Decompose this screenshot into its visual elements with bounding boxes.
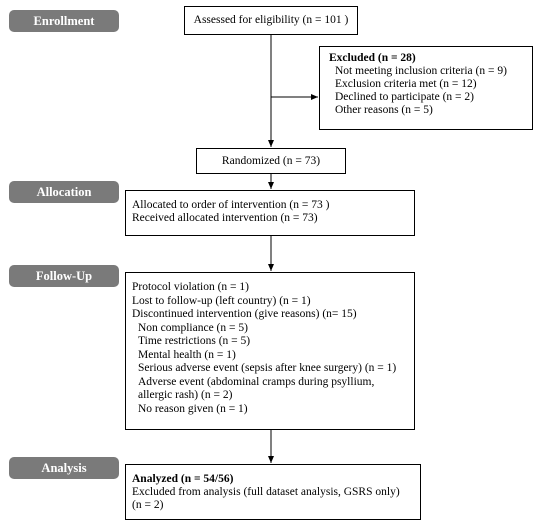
followup-reason-ae-cont: allergic rash) (n = 2) (138, 389, 233, 401)
analysis-title: Analyzed (n = 54/56) (132, 473, 234, 485)
excluded-title: Excluded (n = 28) (329, 52, 416, 64)
followup-reason-serious-ae: Serious adverse event (sepsis after knee… (138, 362, 397, 374)
allocation-box: Allocated to order of intervention (n = … (125, 190, 415, 236)
assessed-box: Assessed for eligibility (n = 101 ) (184, 6, 358, 35)
stage-label-enrollment: Enrollment (9, 10, 119, 32)
allocation-line-received: Received allocated intervention (n = 73) (132, 212, 318, 224)
stage-label-allocation: Allocation (9, 181, 119, 203)
followup-reason-noncompliance: Non compliance (n = 5) (138, 321, 248, 334)
excluded-item-not-meeting: Not meeting inclusion criteria (n = 9) (335, 65, 507, 77)
allocation-line-allocated: Allocated to order of intervention (n = … (132, 199, 330, 211)
followup-discontinued: Discontinued intervention (give reasons)… (132, 308, 357, 320)
excluded-item-other: Other reasons (n = 5) (335, 104, 433, 116)
excluded-item-criteria-met: Exclusion criteria met (n = 12) (335, 78, 477, 90)
analysis-excluded: Excluded from analysis (full dataset ana… (132, 486, 400, 498)
followup-box: Protocol violation (n = 1) Lost to follo… (125, 272, 415, 430)
analysis-excluded-count: (n = 2) (132, 499, 164, 511)
followup-reason-mental: Mental health (n = 1) (138, 348, 236, 361)
assessed-text: Assessed for eligibility (n = 101 ) (193, 14, 349, 26)
stage-label-analysis: Analysis (9, 457, 119, 479)
randomized-box: Randomized (n = 73) (196, 148, 346, 174)
followup-reason-none: No reason given (n = 1) (138, 402, 248, 415)
followup-lost: Lost to follow-up (left country) (n = 1) (132, 294, 311, 307)
followup-reason-ae: Adverse event (abdominal cramps during p… (138, 375, 375, 388)
analysis-box: Analyzed (n = 54/56) Excluded from analy… (125, 464, 421, 520)
excluded-box: Excluded (n = 28) Not meeting inclusion … (319, 46, 533, 130)
followup-protocol-violation: Protocol violation (n = 1) (132, 281, 249, 293)
stage-label-followup: Follow-Up (9, 265, 119, 287)
randomized-text: Randomized (n = 73) (221, 154, 321, 167)
followup-reason-time: Time restrictions (n = 5) (138, 335, 251, 347)
excluded-item-declined: Declined to participate (n = 2) (335, 91, 474, 103)
